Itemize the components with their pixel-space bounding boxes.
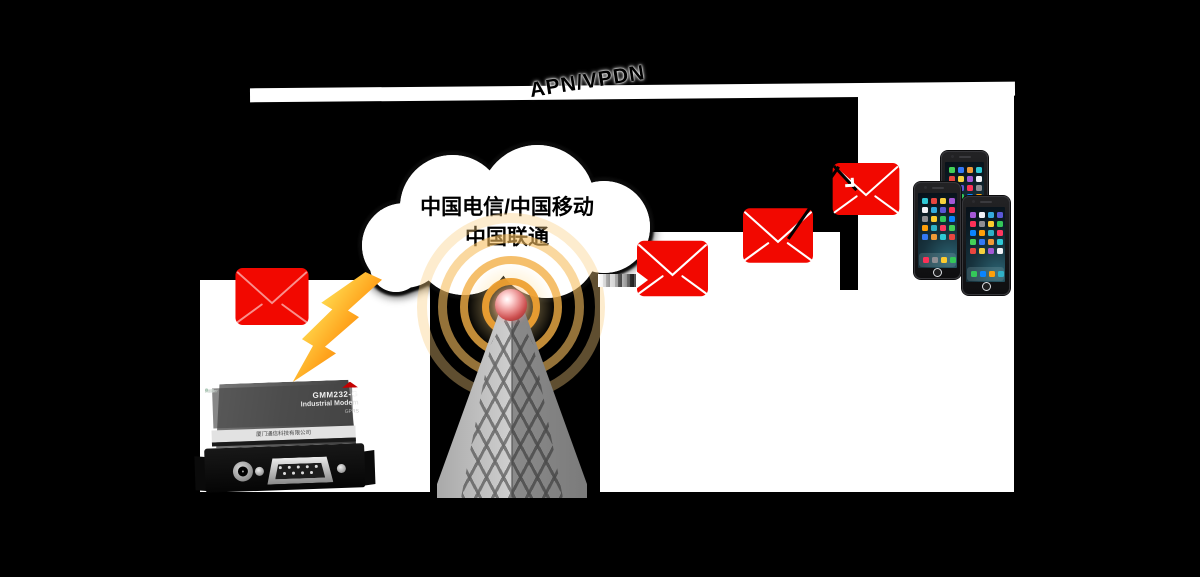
db9-pin [291,471,296,475]
app-icon [979,212,985,218]
db9-pin [305,465,309,469]
sms-envelope-icon [832,163,900,215]
sms-envelope-icon [637,240,708,297]
dock-app-icon [989,271,995,277]
app-icon [997,248,1003,254]
cell-tower-icon [437,300,587,498]
db9-pin [282,471,287,476]
app-icon [958,203,964,209]
app-icon [988,230,994,236]
app-icon [967,176,973,182]
app-icon [940,225,946,231]
app-icon [988,212,994,218]
dock-app-icon [971,271,977,277]
app-icon [931,225,937,231]
phone-speaker [980,201,992,203]
db9-pin [278,466,282,470]
app-icon [940,198,946,204]
app-icon [940,207,946,213]
app-icon [970,221,976,227]
tower-to-sms-arrow [598,274,638,287]
sms-envelope-icon [234,268,310,325]
app-icon [979,230,985,236]
app-icon [940,216,946,222]
tower-seam [511,309,513,498]
db9-pin [300,471,305,475]
db9-pin [314,464,318,468]
app-icon [949,234,955,240]
dock-app-icon [950,257,956,263]
db9-pin [296,465,300,469]
phone-screen [966,207,1005,282]
dock-app-icon [932,257,938,263]
gsm-modem-device: ACT Power RXD TXD GMM232-G Industrial Mo… [194,379,376,509]
app-icon [949,207,955,213]
app-icon [997,212,1003,218]
phone-camera [951,155,954,158]
app-icon [988,221,994,227]
app-icon [988,239,994,245]
phone-speaker [958,156,971,158]
db9-pin [287,465,291,469]
dock-app-icon [998,271,1004,277]
app-icon [922,207,928,213]
app-icon [976,167,982,173]
app-icon [979,248,985,254]
app-icon [997,230,1003,236]
db9-pin [309,471,314,475]
app-icon [958,185,964,191]
app-icon [988,248,994,254]
app-icon [967,167,973,173]
app-icon [949,216,955,222]
app-icon [931,207,937,213]
home-button-icon [981,282,991,291]
app-icon [997,221,1003,227]
phone-screen [918,193,957,268]
phone-speaker [931,187,944,189]
phone-camera [972,200,975,203]
app-icon [949,176,955,182]
app-icon [970,239,976,245]
app-icon [958,167,964,173]
app-icon [922,225,928,231]
cloud-text-line1: 中国电信/中国移动 [420,196,594,219]
app-icon [967,185,973,191]
app-icon [979,221,985,227]
smartphone [962,196,1010,295]
apn-vpdn-label: APN/VPDN [528,61,647,103]
app-icon [922,216,928,222]
modem-model: GMM232-G [312,389,359,400]
app-icon [970,248,976,254]
app-icon [979,239,985,245]
app-icon [970,230,976,236]
app-icon [931,198,937,204]
app-icon [922,198,928,204]
app-icon [970,212,976,218]
antenna-ball-icon [495,289,527,321]
app-icon [949,225,955,231]
app-icon [997,239,1003,245]
app-icon [949,167,955,173]
app-icon [976,176,982,182]
route-arrowhead-icon [844,177,855,188]
app-icon [931,216,937,222]
dock-app-icon [941,257,947,263]
phone-camera [924,186,927,189]
dock-app-icon [980,271,986,277]
app-icon [958,194,964,200]
app-icon [949,198,955,204]
dock-app-icon [923,257,929,263]
app-icon [931,234,937,240]
app-icon [922,234,928,240]
home-button-icon [933,268,942,277]
background-patch [840,232,858,290]
app-icon [940,234,946,240]
app-icon [976,185,982,191]
app-icon [958,176,964,182]
modem-radio: GPRS [344,408,360,415]
smartphone [914,182,961,279]
